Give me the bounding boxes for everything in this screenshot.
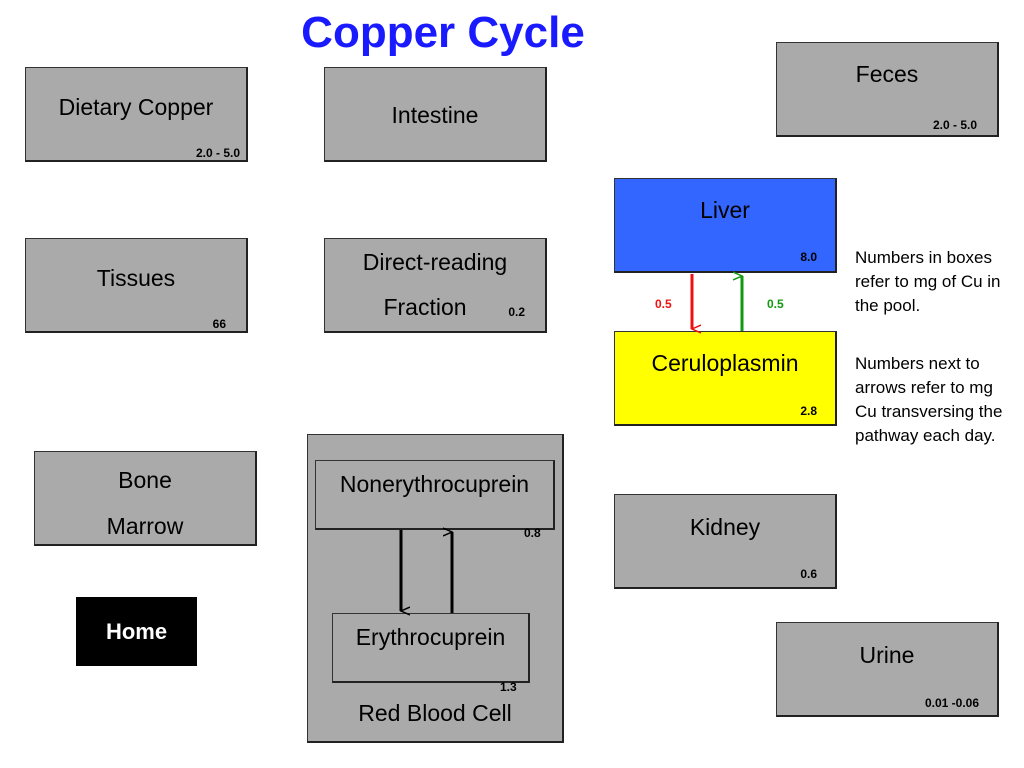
red-blood-cell-label: Red Blood Cell bbox=[358, 700, 512, 726]
dietary-copper-box: Dietary Copper 2.0 - 5.0 bbox=[25, 67, 248, 162]
ceruloplasmin-to-liver-value: 0.5 bbox=[767, 297, 784, 311]
ceruloplasmin-label: Ceruloplasmin bbox=[651, 350, 799, 376]
kidney-box: Kidney 0.6 bbox=[614, 494, 837, 589]
erythrocuprein-label: Erythrocuprein bbox=[355, 624, 506, 650]
liver-to-ceruloplasmin-value: 0.5 bbox=[655, 297, 672, 311]
home-button[interactable]: Home bbox=[76, 597, 197, 666]
tissues-box: Tissues 66 bbox=[25, 238, 248, 333]
dietary-copper-label: Dietary Copper bbox=[58, 94, 214, 120]
direct-reading-label-line2: Fraction bbox=[383, 294, 467, 320]
urine-value: 0.01 -0.06 bbox=[924, 696, 979, 710]
liver-value: 8.0 bbox=[800, 250, 817, 264]
intestine-box: Intestine bbox=[324, 67, 547, 162]
erythrocuprein-box: Erythrocuprein bbox=[332, 613, 530, 683]
urine-box: Urine 0.01 -0.06 bbox=[776, 622, 999, 717]
dietary-copper-value: 2.0 - 5.0 bbox=[195, 146, 240, 160]
pool-note: Numbers in boxes refer to mg of Cu in th… bbox=[855, 248, 1001, 315]
arrow-note: Numbers next to arrows refer to mg Cu tr… bbox=[855, 354, 1003, 445]
feces-value: 2.0 - 5.0 bbox=[932, 118, 977, 132]
nonerythrocuprein-box: Nonerythrocuprein bbox=[315, 460, 555, 530]
liver-label: Liver bbox=[700, 197, 750, 223]
kidney-value: 0.6 bbox=[800, 567, 817, 581]
bone-marrow-label-line1: Bone bbox=[118, 467, 172, 493]
tissues-value: 66 bbox=[212, 317, 226, 331]
urine-label: Urine bbox=[859, 642, 915, 668]
kidney-label: Kidney bbox=[689, 514, 761, 540]
direct-reading-fraction-box: Direct-reading Fraction 0.2 bbox=[324, 238, 547, 333]
nonerythrocuprein-value: 0.8 bbox=[524, 526, 541, 540]
ceruloplasmin-box: Ceruloplasmin 2.8 bbox=[614, 331, 837, 426]
feces-label: Feces bbox=[855, 61, 919, 87]
page-title: Copper Cycle bbox=[301, 8, 585, 57]
liver-box: Liver 8.0 bbox=[614, 178, 837, 273]
bone-marrow-box: Bone Marrow bbox=[34, 451, 257, 546]
nonerythrocuprein-label: Nonerythrocuprein bbox=[339, 471, 530, 497]
intestine-label: Intestine bbox=[391, 102, 479, 128]
tissues-label: Tissues bbox=[96, 265, 176, 291]
erythrocuprein-value: 1.3 bbox=[500, 680, 517, 694]
direct-reading-value: 0.2 bbox=[508, 305, 525, 319]
direct-reading-label-line1: Direct-reading bbox=[362, 249, 508, 275]
ceruloplasmin-value: 2.8 bbox=[800, 404, 817, 418]
feces-box: Feces 2.0 - 5.0 bbox=[776, 42, 999, 137]
bone-marrow-label-line2: Marrow bbox=[106, 513, 184, 539]
